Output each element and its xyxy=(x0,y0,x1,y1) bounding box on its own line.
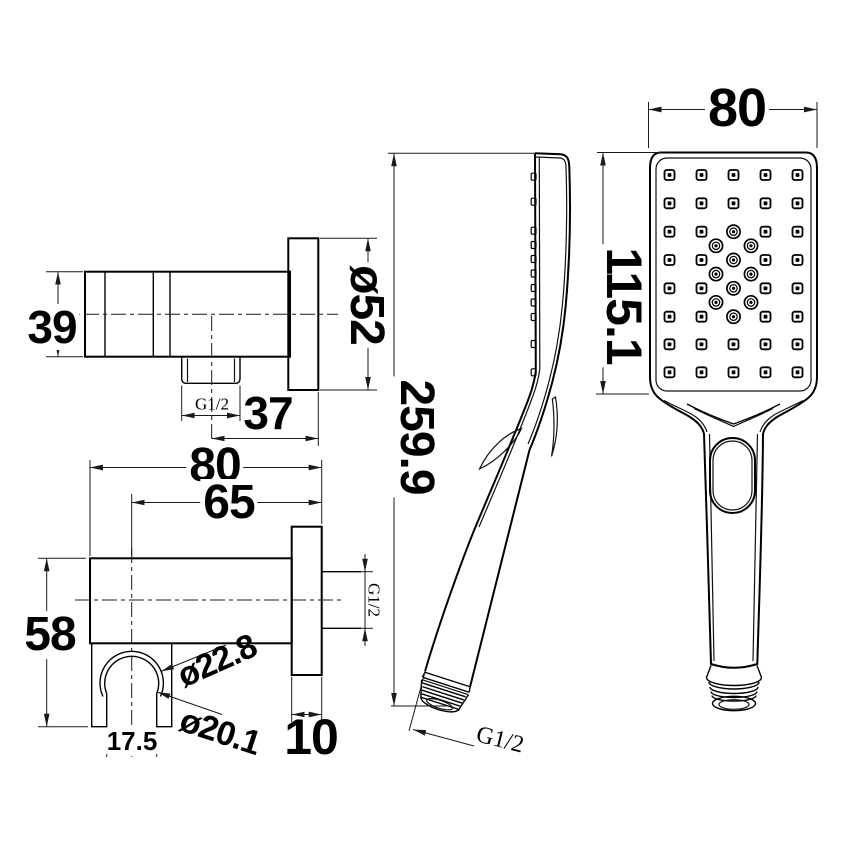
bracket-view xyxy=(38,460,373,757)
spray-nozzle-grid xyxy=(663,169,804,379)
bracket-flange-thickness-dim-label: 10 xyxy=(284,709,339,765)
bracket-hook-opening-dim-label: 17.5 xyxy=(103,728,161,754)
handshower-head-length-dim-label: 115.1 xyxy=(596,244,652,368)
elbow-outlet-thread-label: G1/2 xyxy=(195,394,229,414)
handshower-head-width-dim-label: 80 xyxy=(704,81,770,135)
elbow-height-dim-label: 39 xyxy=(24,304,80,350)
elbow-outlet-offset-dim-label: 37 xyxy=(243,387,293,439)
bracket-height-dim-label: 58 xyxy=(21,611,79,659)
wall-elbow-view xyxy=(46,237,377,446)
bracket-inlet-thread-label: G1/2 xyxy=(364,583,384,617)
elbow-flange-diameter-dim-label: ø52 xyxy=(340,262,393,348)
front-thread-connector xyxy=(705,665,763,712)
handshower-length-dim-label: 259.9 xyxy=(390,376,443,498)
handshower-front-view xyxy=(596,102,818,712)
bracket-hook-offset-dim-label: 65 xyxy=(200,479,258,527)
handshower-side-view xyxy=(388,152,571,747)
